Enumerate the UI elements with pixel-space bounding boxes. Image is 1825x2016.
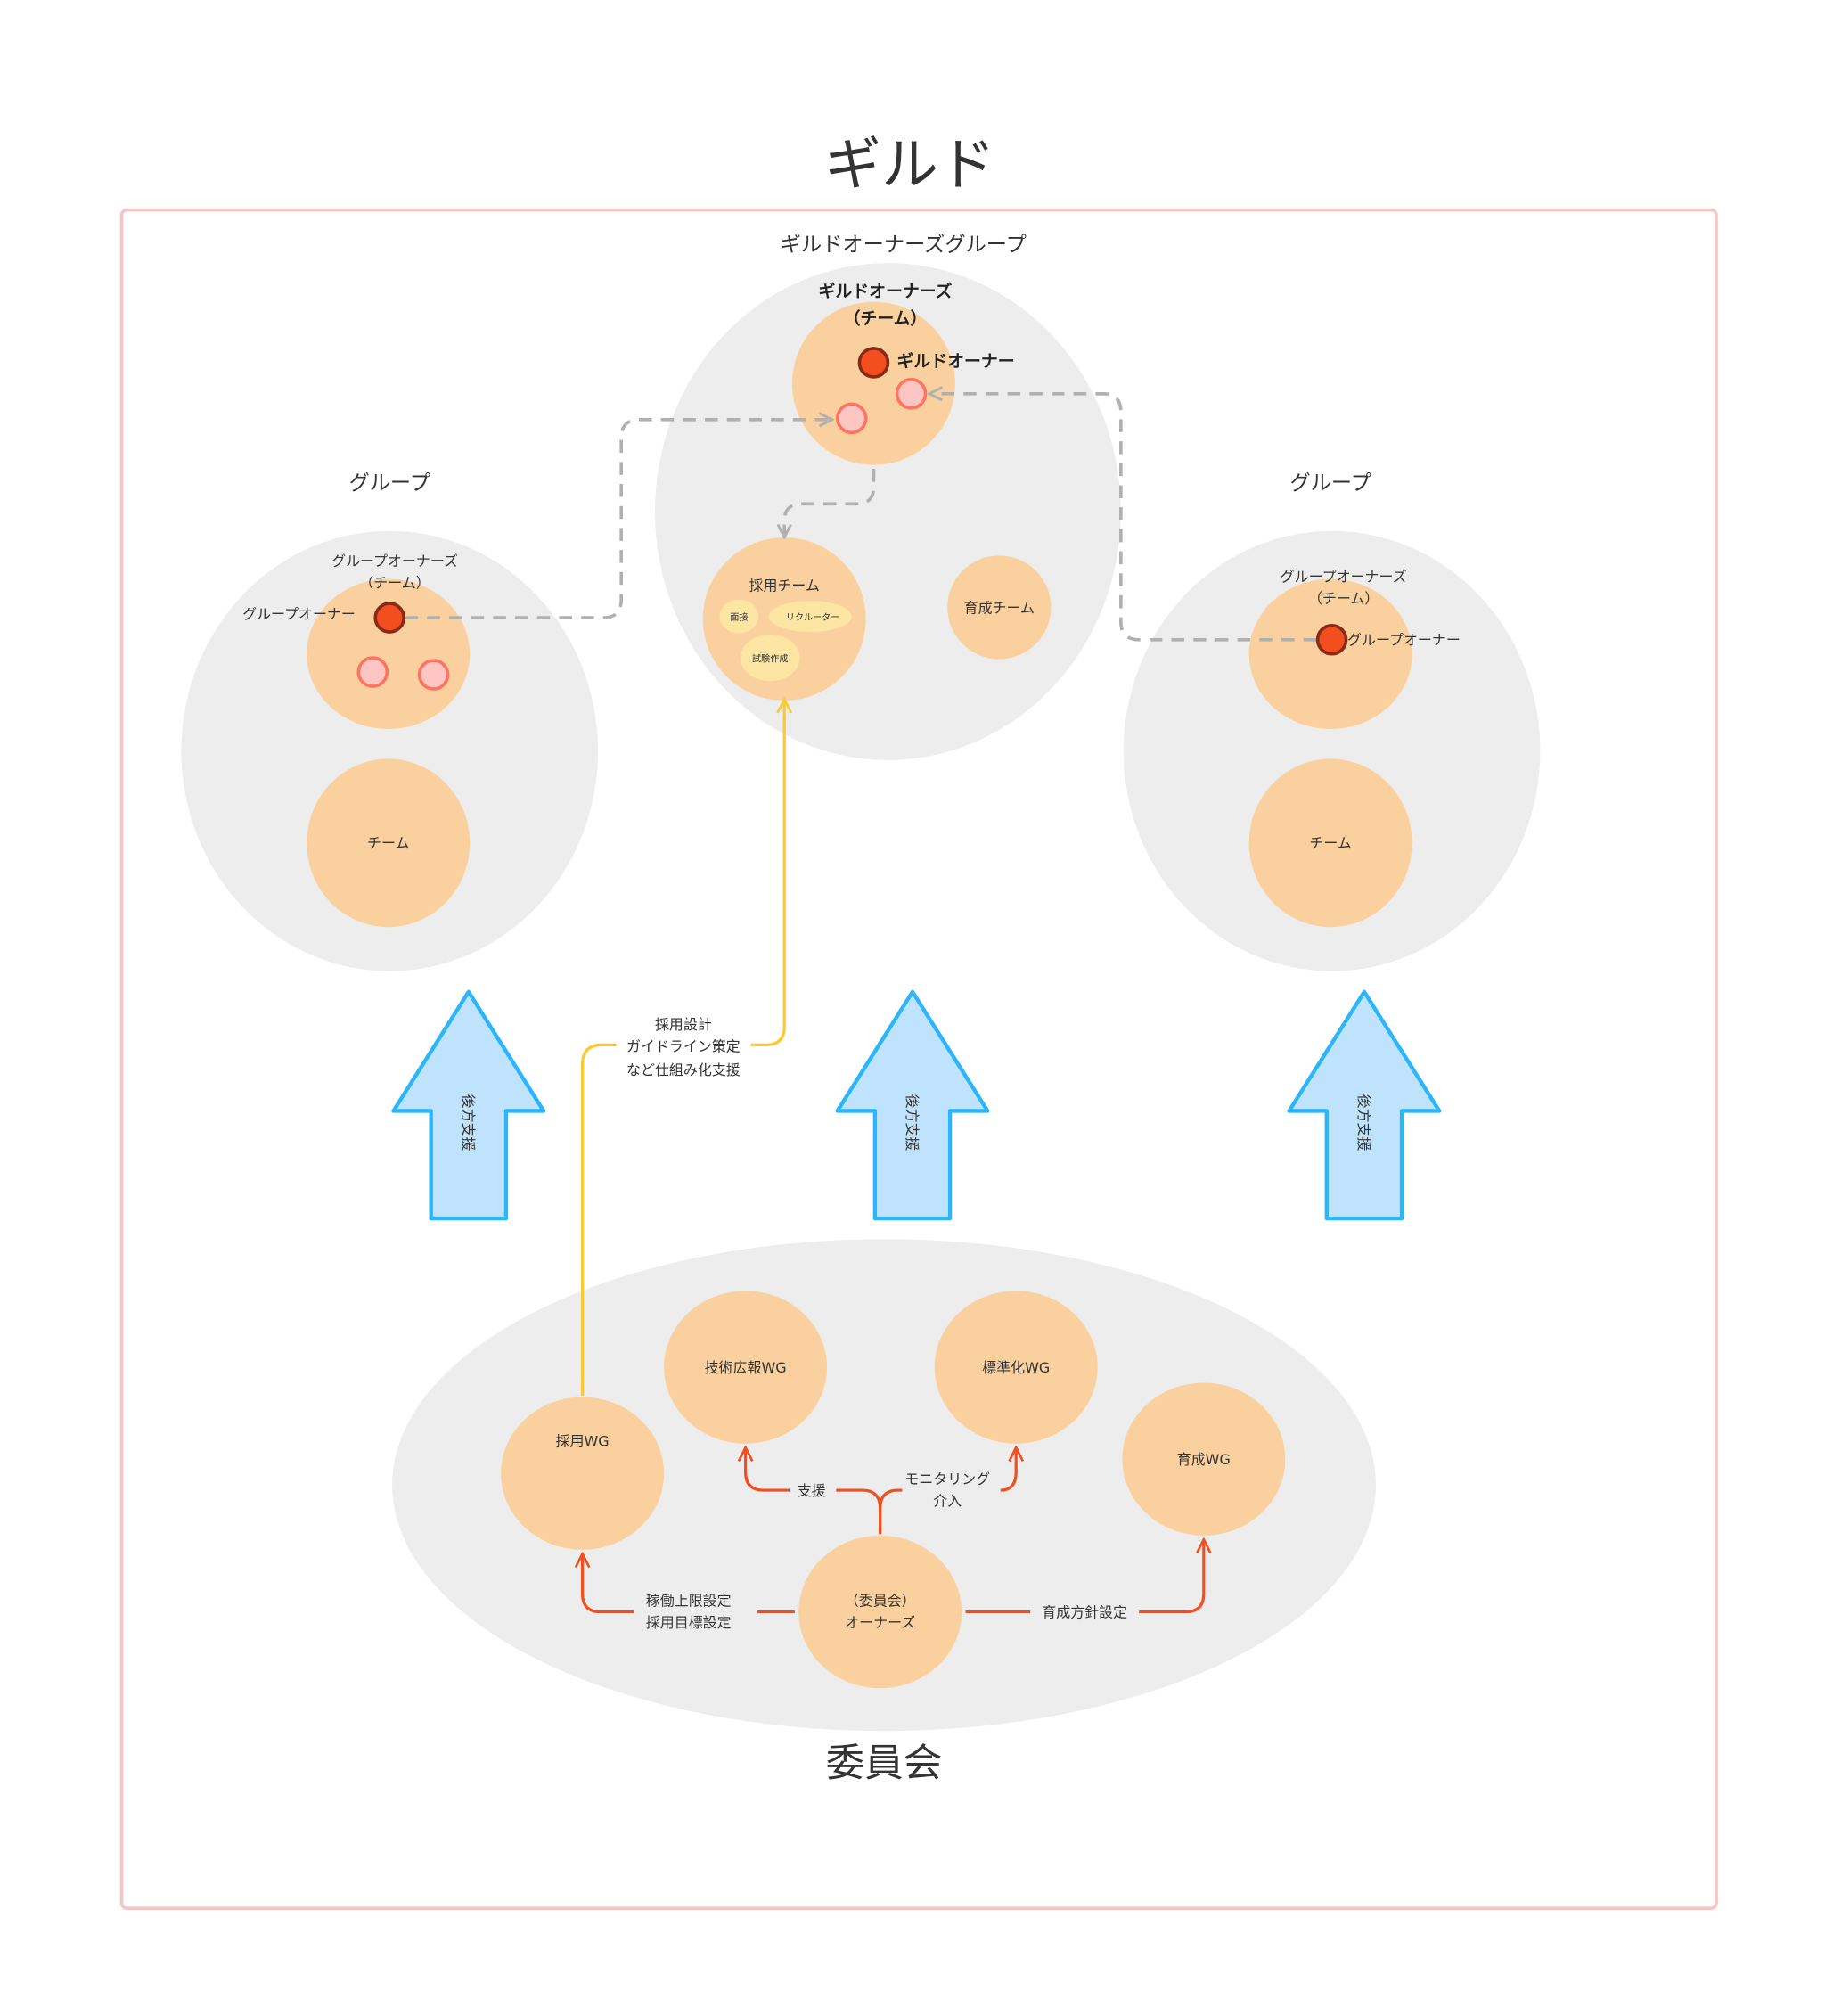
role-interview: 面接 [730,611,748,623]
support-arrow-label: 後方支援 [460,1094,477,1151]
dashed-connector [929,394,1317,642]
guild-owner-node[interactable] [857,347,890,379]
role-exam: 試験作成 [752,652,789,664]
wg-training[interactable] [1122,1382,1286,1536]
guild-owners-group-label: ギルドオーナーズグループ [781,233,1027,257]
edge-label: モニタリング [904,1471,990,1487]
recruit-support-label: 採用設計 [655,1016,712,1033]
group-label: グループ [1289,471,1371,495]
guild-frame [119,208,1718,1911]
team-label: チーム [367,835,409,852]
wg-label: 技術広報WG [705,1359,787,1376]
guild-owner-label: ギルドオーナー [897,351,1015,371]
recruit-team-label: 採用チーム [749,578,820,594]
dashed-connector [784,469,876,537]
group-owners-sublabel: （チーム） [359,575,430,592]
recruit-support-label: ガイドライン策定 [626,1038,741,1055]
edge-recruit [583,1553,795,1614]
member-node[interactable] [895,378,928,410]
edge-label: 採用目標設定 [646,1614,732,1631]
guild-owners-team-label: ギルドオーナーズ [818,281,952,301]
committee-label: 委員会 [826,1741,943,1786]
member-node[interactable] [356,656,389,688]
group-owner-label: グループオーナー [1347,632,1461,649]
support-arrow-label: 後方支援 [904,1094,921,1151]
support-arrow: 後方支援 [835,989,990,1221]
page-title: ギルド [824,132,995,198]
role-recruiter: リクルーター [786,612,840,623]
committee: 採用WG 技術広報WG 標準化WG 育成WG （委員会） オーナーズ 稼働上限設… [392,1239,1376,1786]
member-node[interactable] [417,659,450,691]
edge-label: 支援 [798,1482,826,1499]
group-owner-label: グループオーナー [242,606,356,623]
recruit-support-label: など仕組み化支援 [626,1061,741,1078]
edge-monitor [879,1447,1017,1509]
training-team-label: 育成チーム [964,599,1035,616]
support-arrow: 後方支援 [391,989,546,1221]
committee-owners[interactable] [798,1535,962,1689]
wg-standardization[interactable] [934,1291,1098,1444]
committee-owners-sublabel: オーナーズ [845,1614,915,1631]
group-owners-sublabel: （チーム） [1308,590,1379,607]
wg-recruit[interactable] [501,1397,665,1550]
edge-label: 稼働上限設定 [646,1592,732,1609]
training-team[interactable] [947,555,1052,660]
member-node[interactable] [835,402,868,435]
edge-label: 育成方針設定 [1042,1603,1127,1620]
wg-label: 採用WG [556,1433,610,1450]
group-owner-node[interactable] [1315,623,1348,656]
group-owners-label: グループオーナーズ [1281,568,1407,585]
dashed-connector [405,420,832,619]
group-label: グループ [348,471,430,495]
edge-label: 介入 [933,1492,962,1509]
guild-owners-team-sublabel: （チーム） [844,307,928,328]
group-left: グループ グループオーナーズ （チーム） グループオーナー チーム [181,471,599,971]
group-right: グループ グループオーナーズ （チーム） チーム [1123,471,1541,971]
wg-label: 育成WG [1177,1451,1231,1468]
team-label: チーム [1309,835,1351,852]
support-arrow-label: 後方支援 [1355,1094,1372,1151]
recruit-support-line [581,700,785,1397]
guild-owners-group: ギルドオーナーズグループ ギルドオーナーズ （チーム） ギルドオーナー 採用チー… [654,233,1121,760]
support-arrow: 後方支援 [1287,989,1442,1221]
edge-training [965,1539,1204,1614]
group-owners-label: グループオーナーズ [331,553,458,570]
wg-tech-pr[interactable] [664,1291,828,1444]
committee-owners-label: （委員会） [845,1592,916,1609]
wg-label: 標準化WG [982,1359,1050,1376]
group-owner-node[interactable] [373,602,405,634]
